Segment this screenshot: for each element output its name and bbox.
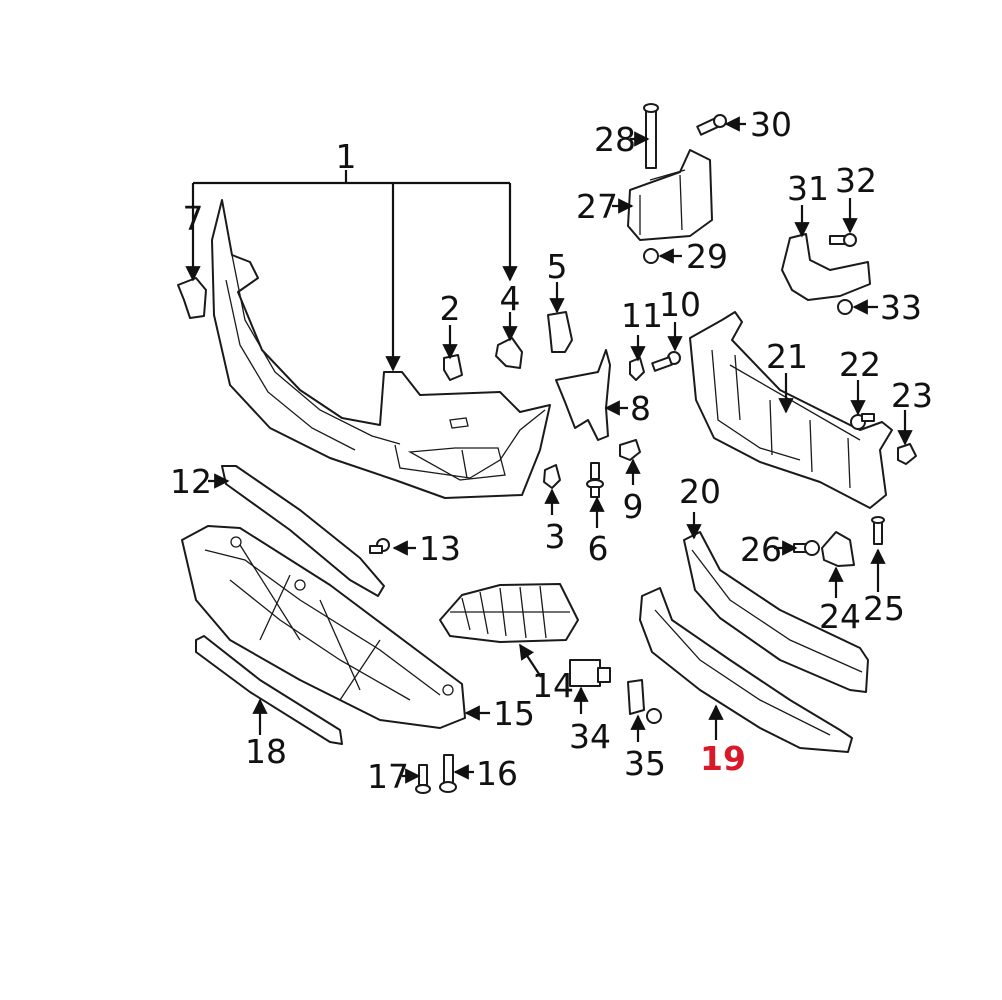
label-27: 27 [576,187,618,226]
nut-29 [643,248,659,264]
label-11: 11 [621,296,663,335]
bracket-5 [547,311,573,353]
energy-absorber-19 [639,587,853,753]
label-26: 26 [740,530,782,569]
carrier-27 [627,149,713,241]
bolt-26 [793,540,820,556]
bracket-7 [177,277,207,319]
screw-13 [369,538,390,554]
label-2: 2 [440,289,461,328]
label-34: 34 [569,717,611,756]
label-18: 18 [245,732,287,771]
label-5: 5 [547,247,568,286]
label-3: 3 [545,517,566,556]
bolt-6 [586,462,604,498]
clip-3 [543,464,561,489]
label-22: 22 [839,345,881,384]
label-19: 19 [700,739,746,778]
bolt-32 [829,233,857,247]
label-8: 8 [630,389,651,428]
label-31: 31 [787,169,829,208]
grille-14 [439,583,579,643]
label-35: 35 [624,744,666,783]
sensor-34 [569,659,611,687]
label-20: 20 [679,472,721,511]
clip-2 [443,354,463,381]
label-32: 32 [835,161,877,200]
air-duct-8 [555,349,611,441]
label-1: 1 [336,137,357,176]
screw-10 [651,351,681,372]
bracket-4 [495,337,523,369]
label-28: 28 [594,120,636,159]
label-33: 33 [880,288,922,327]
label-15: 15 [493,694,535,733]
bolt-28 [643,103,659,169]
bolt-16 [439,754,457,793]
label-13: 13 [419,529,461,568]
clip-23 [897,443,917,465]
part-number-labels: 1 2 3 4 5 6 7 8 9 10 11 12 13 14 15 16 1… [170,105,933,796]
label-30: 30 [750,105,792,144]
label-10: 10 [659,285,701,324]
label-25: 25 [863,589,905,628]
strip-18 [195,635,343,745]
label-14: 14 [532,666,574,705]
clip-9 [619,439,641,461]
part-11 [629,357,645,381]
bolt-22 [850,413,875,430]
label-24: 24 [819,597,861,636]
bumper-beam-20 [683,531,869,693]
label-23: 23 [891,376,933,415]
label-12: 12 [170,462,212,501]
label-21: 21 [766,337,808,376]
bolt-30 [696,114,727,136]
label-16: 16 [476,754,518,793]
label-7: 7 [183,199,204,238]
bolt-17 [415,764,431,794]
label-9: 9 [623,487,644,526]
label-4: 4 [500,279,521,318]
label-6: 6 [588,529,609,568]
bracket-31 [781,233,871,301]
bolt-25 [871,516,885,545]
bumper-cover [211,199,551,499]
strip-12 [221,465,385,597]
leader-lines [185,116,913,784]
nut-33 [837,299,853,315]
label-29: 29 [686,237,728,276]
bracket-24 [821,531,855,567]
label-17: 17 [367,757,409,796]
bracket-35 [627,679,662,724]
